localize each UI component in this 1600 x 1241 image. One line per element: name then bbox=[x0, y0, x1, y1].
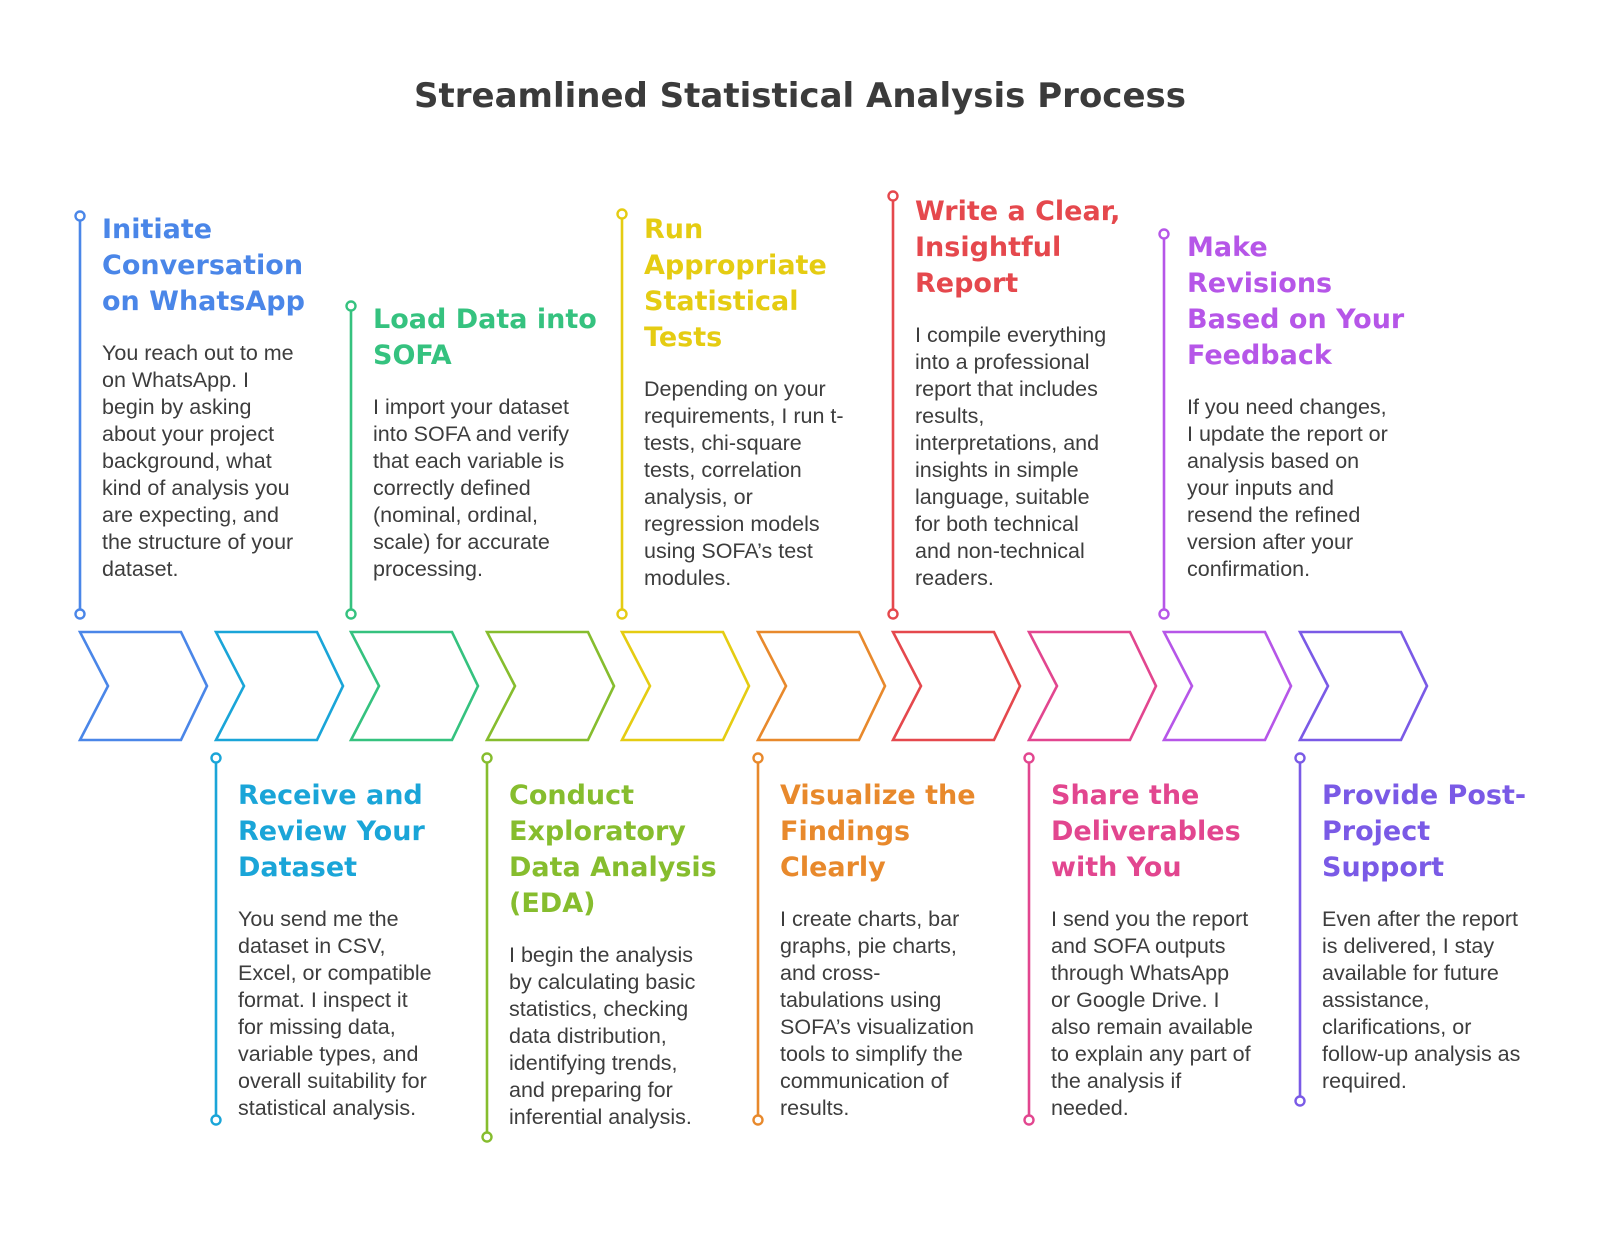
chevron-arrow bbox=[890, 630, 1022, 742]
diagram-title: Streamlined Statistical Analysis Process bbox=[414, 76, 1186, 116]
connector-dot bbox=[1158, 228, 1170, 240]
step-conduct-eda: Conduct Exploratory Data Analysis (EDA) … bbox=[509, 778, 739, 1131]
connector-dot bbox=[481, 752, 493, 764]
chevron-arrow bbox=[1161, 630, 1293, 742]
step-run-tests: Run Appropriate Statistical Tests Depend… bbox=[644, 212, 874, 592]
step-description: I send you the report and SOFA outputs t… bbox=[1051, 907, 1253, 1120]
step-heading: Run Appropriate Statistical Tests bbox=[644, 214, 827, 353]
connector-dot bbox=[345, 608, 357, 620]
chevron-arrow bbox=[755, 630, 887, 742]
step-make-revisions: Make Revisions Based on Your Feedback If… bbox=[1187, 230, 1417, 583]
connector-dot bbox=[752, 752, 764, 764]
connector-dot bbox=[210, 1114, 222, 1126]
chevron-arrow bbox=[77, 630, 209, 742]
connector-dot bbox=[74, 210, 86, 222]
connector-dot bbox=[616, 608, 628, 620]
step-description: I import your dataset into SOFA and veri… bbox=[373, 395, 569, 581]
step-share-deliverables: Share the Deliverables with You I send y… bbox=[1051, 778, 1281, 1122]
step-description: Depending on your requirements, I run t-… bbox=[644, 377, 844, 590]
step-description: I compile everything into a professional… bbox=[915, 323, 1107, 590]
chevron-arrow bbox=[1026, 630, 1158, 742]
step-heading: Write a Clear, Insightful Report bbox=[915, 196, 1121, 299]
chevron-arrow bbox=[484, 630, 616, 742]
connector-dot bbox=[616, 208, 628, 220]
chevron-arrow bbox=[348, 630, 480, 742]
connector-dot bbox=[1294, 1095, 1306, 1107]
connector-dot bbox=[1294, 752, 1306, 764]
step-description: Even after the report is delivered, I st… bbox=[1322, 907, 1521, 1093]
connector-dot bbox=[887, 190, 899, 202]
step-heading: Visualize the Findings Clearly bbox=[780, 780, 976, 883]
connector-dot bbox=[1158, 608, 1170, 620]
step-heading: Receive and Review Your Dataset bbox=[238, 780, 425, 883]
chevron-arrow bbox=[1297, 630, 1429, 742]
connector-dot bbox=[1023, 1114, 1035, 1126]
step-load-data: Load Data into SOFA I import your datase… bbox=[373, 302, 603, 583]
step-heading: Conduct Exploratory Data Analysis (EDA) bbox=[509, 780, 717, 919]
step-heading: Initiate Conversation on WhatsApp bbox=[102, 214, 305, 317]
step-heading: Share the Deliverables with You bbox=[1051, 780, 1241, 883]
connector-dot bbox=[74, 608, 86, 620]
connector-dot bbox=[887, 608, 899, 620]
step-heading: Make Revisions Based on Your Feedback bbox=[1187, 232, 1405, 371]
step-initiate-conversation: Initiate Conversation on WhatsApp You re… bbox=[102, 212, 322, 583]
connector-dot bbox=[210, 752, 222, 764]
step-receive-dataset: Receive and Review Your Dataset You send… bbox=[238, 778, 468, 1122]
step-description: You send me the dataset in CSV, Excel, o… bbox=[238, 907, 432, 1120]
step-visualize-findings: Visualize the Findings Clearly I create … bbox=[780, 778, 1010, 1122]
step-description: I begin the analysis by calculating basi… bbox=[509, 943, 696, 1129]
connector-dot bbox=[481, 1131, 493, 1143]
step-heading: Load Data into SOFA bbox=[373, 304, 597, 371]
connector-dot bbox=[1023, 752, 1035, 764]
step-write-report: Write a Clear, Insightful Report I compi… bbox=[915, 194, 1145, 592]
step-description: I create charts, bar graphs, pie charts,… bbox=[780, 907, 974, 1120]
connector-dot bbox=[752, 1114, 764, 1126]
connector-dot bbox=[345, 300, 357, 312]
chevron-arrow bbox=[213, 630, 345, 742]
chevron-arrow bbox=[619, 630, 751, 742]
step-post-project-support: Provide Post- Project Support Even after… bbox=[1322, 778, 1552, 1095]
step-description: You reach out to me on WhatsApp. I begin… bbox=[102, 341, 294, 581]
step-heading: Provide Post- Project Support bbox=[1322, 780, 1527, 883]
step-description: If you need changes, I update the report… bbox=[1187, 395, 1388, 581]
